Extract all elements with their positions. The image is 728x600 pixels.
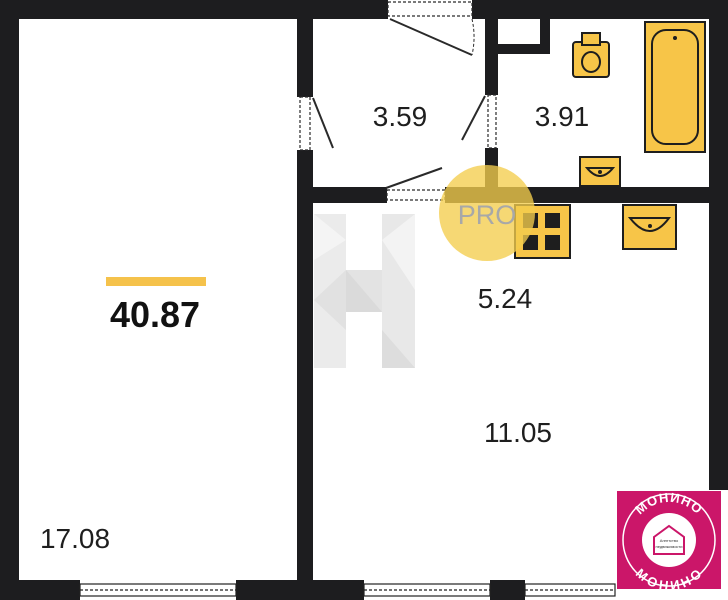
sink-icon xyxy=(579,156,621,187)
kitchen-sink-icon xyxy=(622,204,677,250)
windows xyxy=(79,583,616,597)
room-area-hallway: 3.59 xyxy=(373,101,428,132)
pro-badge-label: PRO xyxy=(458,200,517,230)
room-area-kitchen-nook: 5.24 xyxy=(478,283,533,314)
room-area-living-room: 17.08 xyxy=(40,523,110,554)
toilet-icon xyxy=(572,32,610,78)
watermark-logo xyxy=(314,214,415,368)
total-area-accent-bar xyxy=(106,277,206,286)
room-area-bathroom: 3.91 xyxy=(535,101,590,132)
pro-badge: PRO xyxy=(439,165,535,261)
logo-inner-line-2: недвижимости xyxy=(656,544,683,549)
doors xyxy=(299,1,497,201)
stove-icon xyxy=(514,204,571,259)
logo-inner-line-1: Агентство xyxy=(660,538,679,543)
total-area-label: 40.87 xyxy=(110,294,200,335)
house-icon xyxy=(653,524,685,555)
agency-logo: МОНИНО МОНИНО Агентство недвижимости xyxy=(617,490,721,593)
bathtub-icon xyxy=(644,21,706,153)
room-area-kitchen: 11.05 xyxy=(484,417,552,448)
